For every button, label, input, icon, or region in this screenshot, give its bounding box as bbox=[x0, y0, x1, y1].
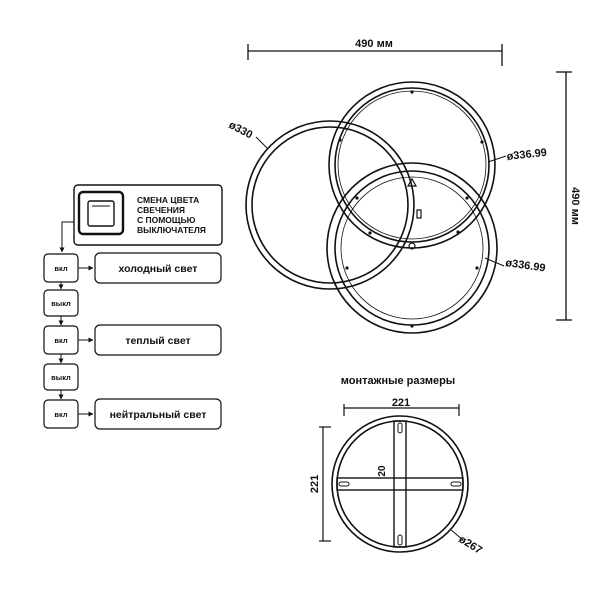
step-5-state-label: вкл bbox=[54, 410, 67, 419]
mounting-cross-bar bbox=[336, 420, 464, 548]
mounting-width-dimension bbox=[343, 404, 460, 416]
ring-joints bbox=[406, 177, 422, 250]
step-3-state-label: вкл bbox=[54, 336, 67, 345]
switch-caption-line-4: ВЫКЛЮЧАТЕЛЯ bbox=[137, 225, 206, 235]
step-1-result-label: холодный свет bbox=[119, 263, 198, 275]
mounting-diameter-label: ø267 bbox=[456, 533, 484, 556]
step-5-result-label: нейтральный свет bbox=[110, 409, 207, 421]
top-view-drawing: 490 мм 490 мм bbox=[227, 38, 581, 334]
height-dimension-label: 490 мм bbox=[569, 187, 581, 225]
ring-left bbox=[245, 120, 415, 290]
ring-fixing-points bbox=[338, 90, 484, 328]
ring-bottom-diameter-label: ø336.99 bbox=[505, 257, 547, 275]
step-4-state-label: выкл bbox=[51, 373, 71, 382]
step-1-state-label: вкл bbox=[54, 264, 67, 273]
mounting-slots bbox=[338, 422, 462, 546]
step-3-result-box bbox=[94, 324, 222, 356]
step-5-result-box bbox=[94, 398, 222, 430]
mounting-height-label: 221 bbox=[309, 475, 321, 493]
step-2-state-label: выкл bbox=[51, 299, 71, 308]
ring-left-diameter-label: ø330 bbox=[227, 119, 255, 141]
step-1-result-box bbox=[94, 252, 222, 284]
mounting-diameter-leader bbox=[449, 528, 464, 541]
width-dimension-label: 490 мм bbox=[355, 38, 393, 50]
mounting-title: монтажные размеры bbox=[341, 375, 455, 387]
mounting-slot-label: 20 bbox=[377, 465, 388, 477]
ring-top-diameter-label: ø336.99 bbox=[506, 147, 547, 163]
mounting-plate bbox=[331, 415, 469, 553]
step-3-result-label: теплый свет bbox=[125, 335, 190, 347]
height-dimension bbox=[556, 71, 572, 321]
width-dimension bbox=[247, 44, 503, 66]
mounting-height-dimension bbox=[319, 426, 331, 542]
mounting-width-label: 221 bbox=[392, 397, 410, 409]
switch-caption-line-1: СМЕНА ЦВЕТА bbox=[137, 195, 199, 205]
result-arrows bbox=[78, 265, 94, 417]
ring-top bbox=[328, 81, 496, 249]
mounting-slot-dimension bbox=[386, 477, 392, 491]
wall-switch-icon bbox=[77, 190, 125, 236]
switch-sequence-panel: СМЕНА ЦВЕТА СВЕЧЕНИЯ С ПОМОЩЬЮ ВЫКЛЮЧАТЕ… bbox=[43, 184, 223, 430]
diameter-leaders bbox=[255, 136, 507, 267]
caption-connector bbox=[59, 221, 74, 253]
switch-caption-frame bbox=[73, 184, 223, 246]
switch-caption-line-3: С ПОМОЩЬЮ bbox=[137, 215, 196, 225]
switch-caption-line-2: СВЕЧЕНИЯ bbox=[137, 205, 185, 215]
mounting-drawing: монтажные размеры 221 221 bbox=[309, 375, 484, 557]
